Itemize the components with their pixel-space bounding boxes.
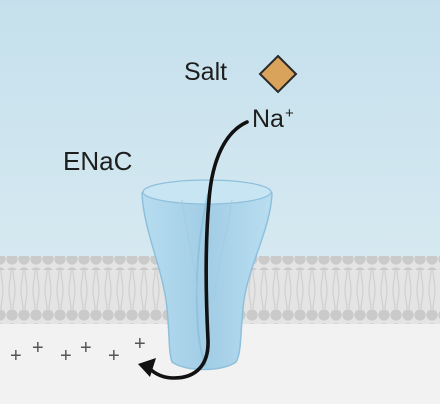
salt-label: Salt [184,58,228,86]
sodium-symbol: Na [252,105,284,133]
sodium-charge: + [284,105,294,122]
sodium-ion-label: Na+ [252,106,294,132]
charge-plus: + [32,337,44,359]
charge-plus: + [80,337,92,359]
charge-plus: + [134,333,146,355]
channel-label: ENaC [63,146,133,176]
charge-plus: + [108,345,120,367]
charge-plus: + [60,345,72,367]
charge-plus: + [10,345,22,367]
salt-crystal-icon [258,54,298,94]
positive-charges: + + + + + + [10,333,146,367]
curved-arrow-icon [138,120,249,380]
